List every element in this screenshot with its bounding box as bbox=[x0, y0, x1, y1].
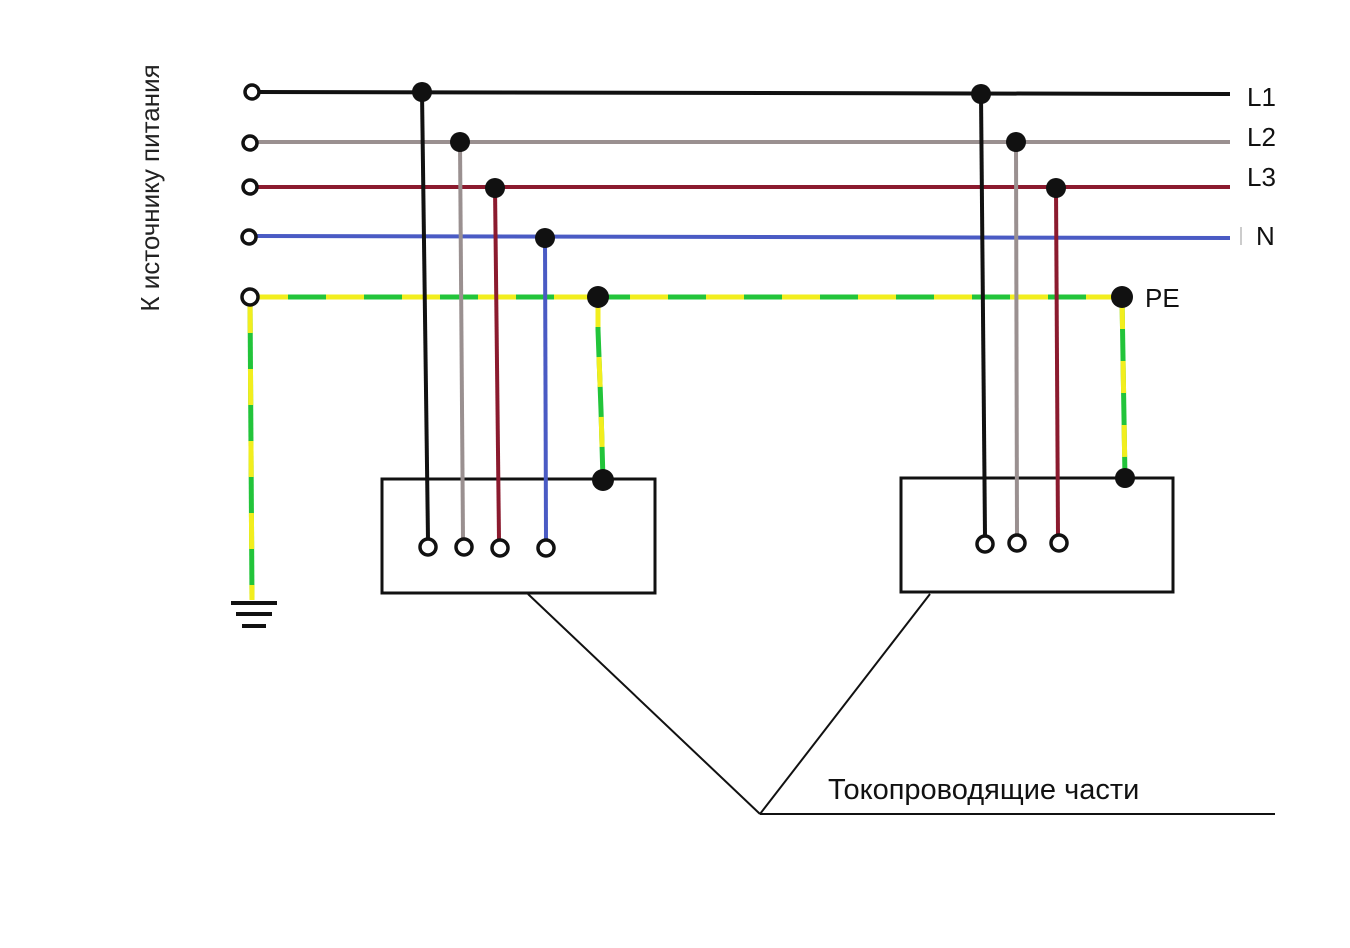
terminal-source-pe bbox=[240, 287, 260, 307]
drop-left-l1 bbox=[420, 91, 430, 541]
junction-left-l2 bbox=[450, 132, 470, 152]
drop-left-pe bbox=[595, 297, 606, 481]
terminal-right-l3 bbox=[1049, 533, 1069, 553]
drop-right-pe bbox=[1119, 296, 1128, 479]
terminal-source-l2 bbox=[241, 134, 259, 152]
junction-dots bbox=[412, 82, 1135, 491]
junction-left-pe-enclosure bbox=[592, 469, 614, 491]
label-l3: L3 bbox=[1247, 162, 1276, 192]
drop-left-n bbox=[543, 237, 548, 541]
drop-right-l1 bbox=[979, 93, 987, 537]
drop-right-l3 bbox=[1054, 186, 1060, 537]
terminal-source-l3 bbox=[241, 178, 259, 196]
terminal-right-l2 bbox=[1007, 533, 1027, 553]
label-n: N bbox=[1256, 221, 1275, 251]
bus-l1 bbox=[251, 90, 1231, 96]
junction-left-l3 bbox=[485, 178, 505, 198]
power-source-label: К источнику питания bbox=[135, 64, 165, 311]
pe-ground-wire bbox=[247, 296, 255, 601]
label-l2: L2 bbox=[1247, 122, 1276, 152]
junction-right-l2 bbox=[1006, 132, 1026, 152]
junction-right-pe-enclosure bbox=[1115, 468, 1135, 488]
label-l1: L1 bbox=[1247, 82, 1276, 112]
enclosure-left bbox=[380, 477, 657, 595]
junction-left-n bbox=[535, 228, 555, 248]
enclosure-right bbox=[899, 476, 1175, 594]
caption-pointer-right bbox=[759, 593, 931, 815]
junction-right-l1 bbox=[971, 84, 991, 104]
junction-left-l1 bbox=[412, 82, 432, 102]
ground-symbol bbox=[231, 601, 277, 628]
equipment-terminals bbox=[418, 533, 1069, 558]
drop-left-l2 bbox=[458, 141, 465, 541]
label-pe: PE bbox=[1145, 283, 1180, 313]
junction-left-pe bbox=[587, 286, 609, 308]
caption-conductive-parts: Токопроводящие части bbox=[828, 774, 1139, 806]
bus-n bbox=[249, 234, 1231, 240]
terminal-source-l1 bbox=[243, 83, 261, 101]
terminal-source-n bbox=[240, 228, 258, 246]
terminal-left-l2 bbox=[454, 537, 474, 557]
junction-right-pe bbox=[1111, 286, 1133, 308]
terminal-left-l1 bbox=[418, 537, 438, 557]
terminal-right-l1 bbox=[975, 534, 995, 554]
junction-right-l3 bbox=[1046, 178, 1066, 198]
drop-left-l3 bbox=[493, 186, 501, 541]
source-terminals bbox=[240, 83, 261, 307]
drop-right-l2 bbox=[1014, 141, 1019, 537]
caption-pointer-left bbox=[527, 593, 761, 815]
terminal-left-l3 bbox=[490, 538, 510, 558]
terminal-left-n bbox=[536, 538, 556, 558]
